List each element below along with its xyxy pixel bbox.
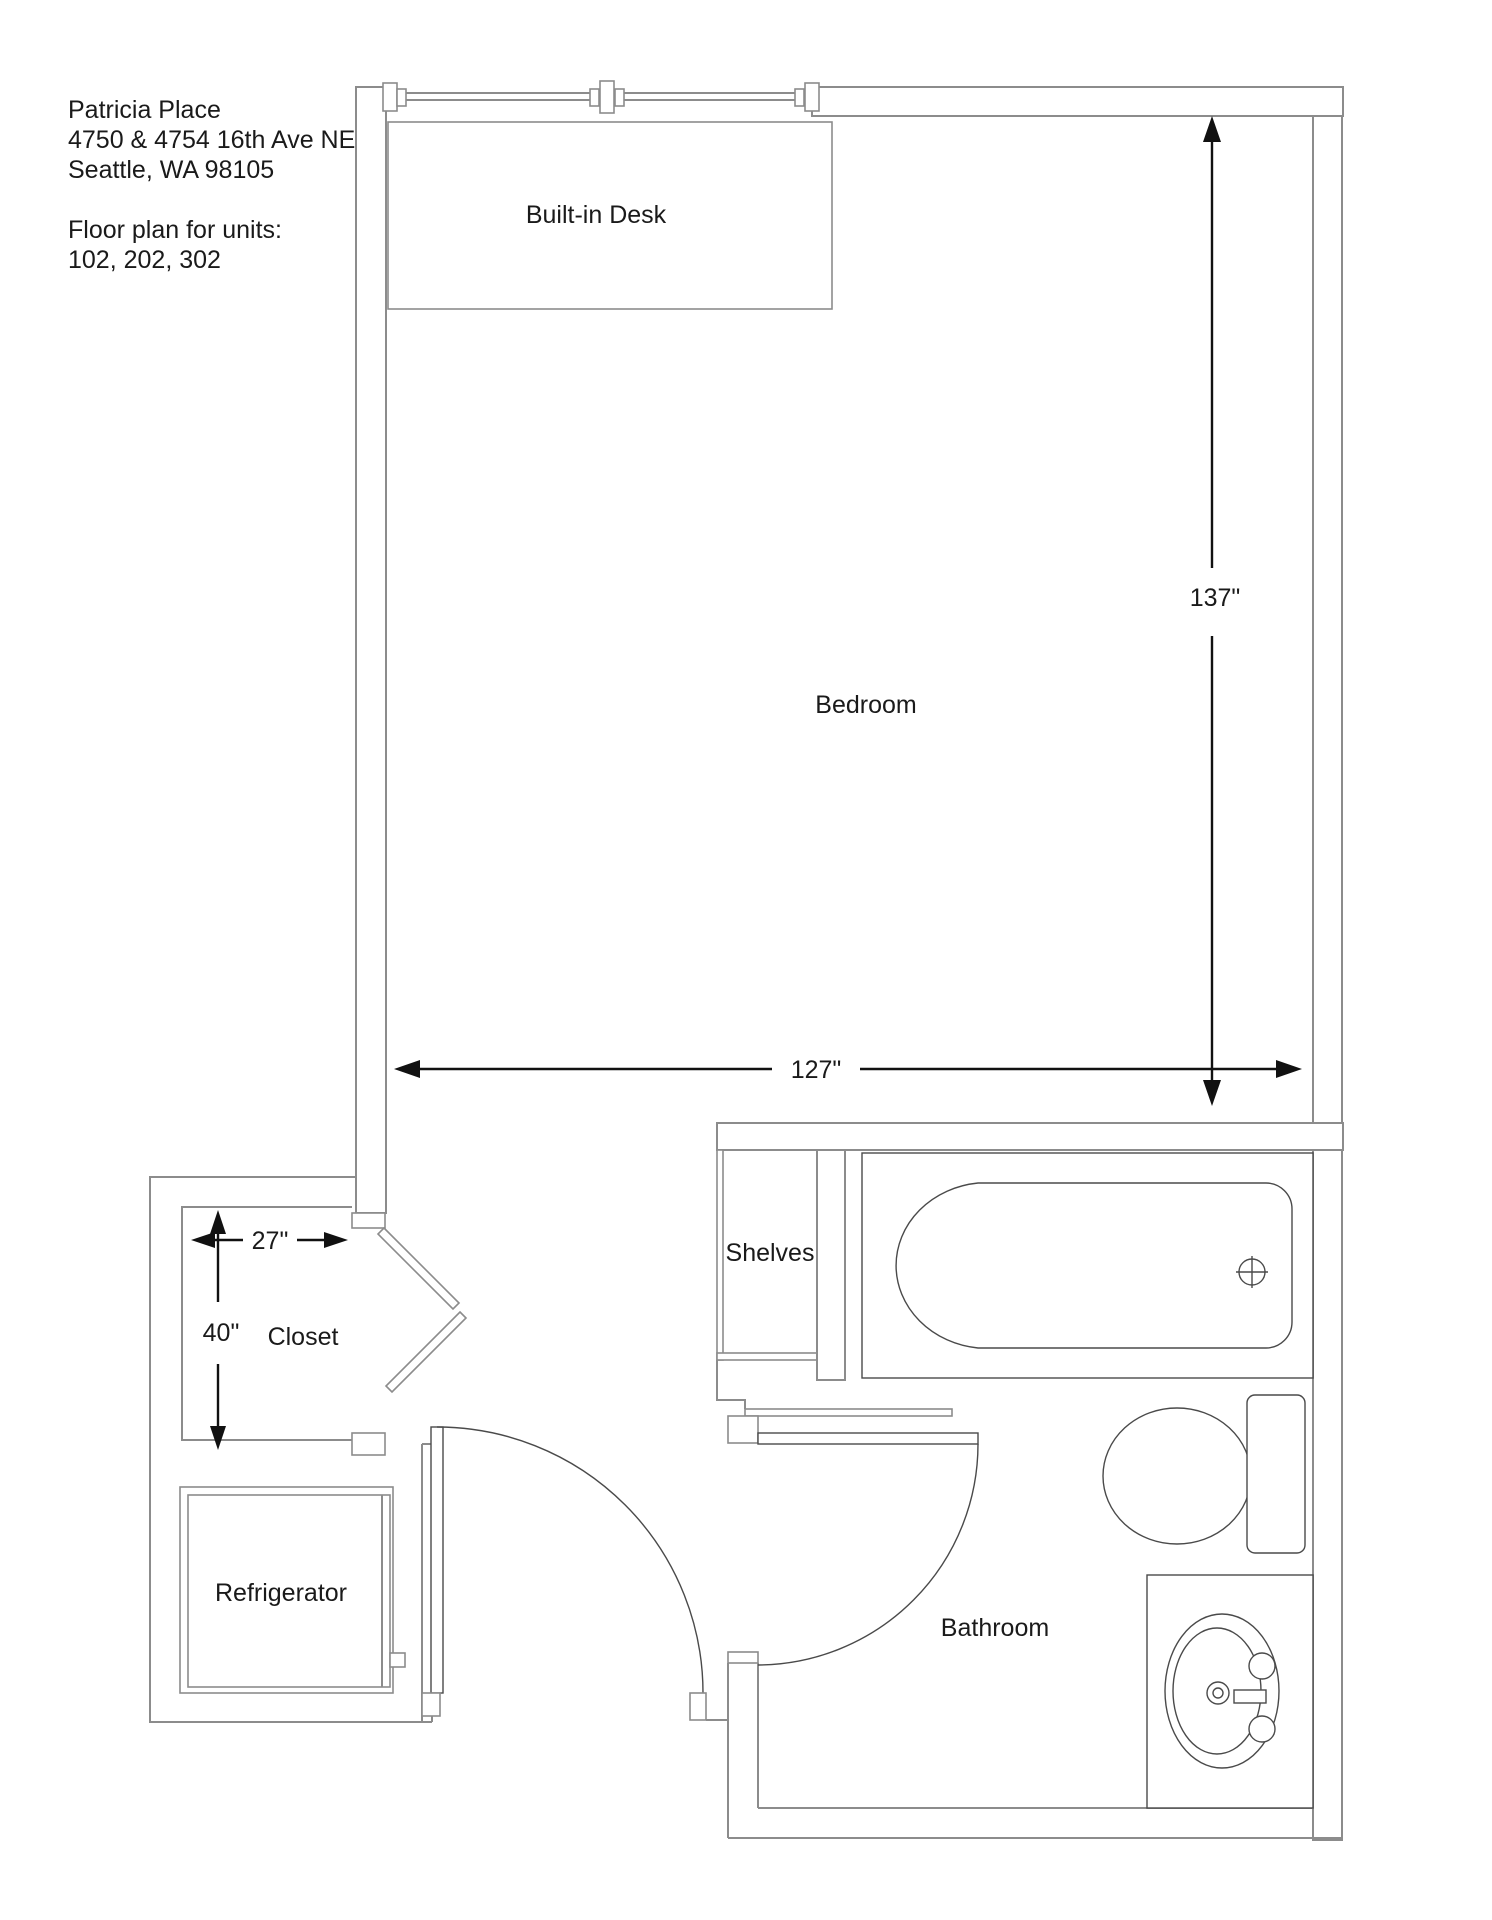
window-mullion-middle xyxy=(589,80,625,114)
city-state-zip: Seattle, WA 98105 xyxy=(68,156,274,184)
wall-shelves-left xyxy=(716,1149,724,1361)
windows xyxy=(382,80,820,114)
jamb-bathroom-door-top xyxy=(727,1415,759,1444)
wall-vestibule-connector xyxy=(716,1360,746,1409)
window-stop-icon xyxy=(614,88,625,107)
fridge-body xyxy=(187,1494,391,1688)
window-stop-icon xyxy=(589,88,600,107)
bathroom-door xyxy=(757,1432,979,1666)
bedroom-label: Bedroom xyxy=(815,691,916,719)
refrigerator-label: Refrigerator xyxy=(215,1579,347,1607)
wall-bedroom-left xyxy=(355,86,387,1214)
closet-door-leaf-lower xyxy=(384,1310,468,1394)
wall-lowerleft-outer xyxy=(149,1176,432,1723)
dimension-room-depth: 137" xyxy=(1190,116,1241,1106)
dimension-closet-width: 27" xyxy=(191,1227,348,1255)
built-in-desk: Built-in Desk xyxy=(387,121,833,310)
dimensions: 137" 127" 27" 40" xyxy=(191,116,1302,1450)
refrigerator: Refrigerator xyxy=(179,1486,406,1694)
arrow-right-icon xyxy=(324,1232,348,1248)
window-post-icon xyxy=(382,82,398,112)
shelves-label: Shelves xyxy=(726,1239,815,1267)
arrow-up-icon xyxy=(210,1210,226,1234)
closet-label: Closet xyxy=(268,1323,339,1351)
tub-basin xyxy=(895,1182,1293,1349)
wall-bedroom-bottom xyxy=(716,1122,1344,1151)
window-stop-icon xyxy=(794,88,805,107)
arrow-left-icon xyxy=(191,1232,215,1248)
wall-top-right xyxy=(811,86,1344,117)
building-name: Patricia Place xyxy=(68,96,221,124)
closet: Closet xyxy=(181,1206,468,1456)
window-mullion-right xyxy=(794,82,820,112)
unit-numbers: 102, 202, 302 xyxy=(68,246,221,274)
walls xyxy=(149,86,1344,1841)
jamb-closet-top xyxy=(351,1212,386,1229)
sink xyxy=(1146,1574,1314,1809)
dim-value: 27" xyxy=(252,1227,289,1255)
desk-outline xyxy=(387,121,833,310)
arrow-down-icon xyxy=(1203,1080,1221,1106)
wall-right xyxy=(1312,115,1343,1841)
wall-shelves-right xyxy=(816,1149,846,1381)
dimension-closet-depth: 40" xyxy=(203,1210,240,1450)
dimension-room-width: 127" xyxy=(394,1056,1302,1084)
wall-vestibule-top xyxy=(744,1408,953,1417)
sink-drain-inner xyxy=(1212,1687,1224,1699)
sink-handle-cold-icon xyxy=(1248,1715,1276,1743)
window-mullion-left xyxy=(382,82,407,112)
bathroom-label: Bathroom xyxy=(941,1614,1049,1642)
wall-shelves-bottom xyxy=(716,1352,818,1361)
bathtub xyxy=(861,1152,1314,1379)
closet-walls xyxy=(181,1206,352,1441)
bathroom-door-swing-arc xyxy=(757,1443,979,1666)
arrow-left-icon xyxy=(394,1060,420,1078)
toilet xyxy=(1102,1394,1306,1554)
dim-value: 137" xyxy=(1190,584,1241,612)
jamb-bathroom-door-bottom xyxy=(727,1651,759,1664)
window-stop-icon xyxy=(396,88,407,107)
sink-spout-icon xyxy=(1233,1689,1267,1704)
tub-drain-icon xyxy=(1236,1256,1268,1288)
jamb-entry-right xyxy=(689,1692,707,1721)
arrow-down-icon xyxy=(210,1426,226,1450)
arrow-right-icon xyxy=(1276,1060,1302,1078)
entry-door-leaf xyxy=(430,1426,444,1694)
entry-door-swing-arc xyxy=(436,1426,704,1694)
entry-door xyxy=(421,1426,707,1721)
window-post-icon xyxy=(599,80,615,114)
street-address: 4750 & 4754 16th Ave NE xyxy=(68,126,355,154)
bathroom-door-leaf xyxy=(757,1432,979,1445)
plan-caption: Floor plan for units: xyxy=(68,216,282,244)
jamb-entry-left xyxy=(421,1692,441,1717)
fridge-handle xyxy=(389,1652,406,1668)
sink-drain-outer xyxy=(1206,1681,1230,1705)
sink-handle-hot-icon xyxy=(1248,1652,1276,1680)
toilet-tank xyxy=(1246,1394,1306,1554)
arrow-up-icon xyxy=(1203,116,1221,142)
window-post-icon xyxy=(804,82,820,112)
closet-door-leaf-upper xyxy=(376,1226,461,1311)
dim-value: 40" xyxy=(203,1319,240,1347)
dim-value: 127" xyxy=(791,1056,842,1084)
title-block: Patricia Place 4750 & 4754 16th Ave NE S… xyxy=(68,96,355,274)
toilet-bowl xyxy=(1102,1407,1252,1545)
desk-label: Built-in Desk xyxy=(526,201,667,229)
jamb-closet-bottom xyxy=(351,1432,386,1456)
shelves: Shelves xyxy=(726,1239,815,1267)
